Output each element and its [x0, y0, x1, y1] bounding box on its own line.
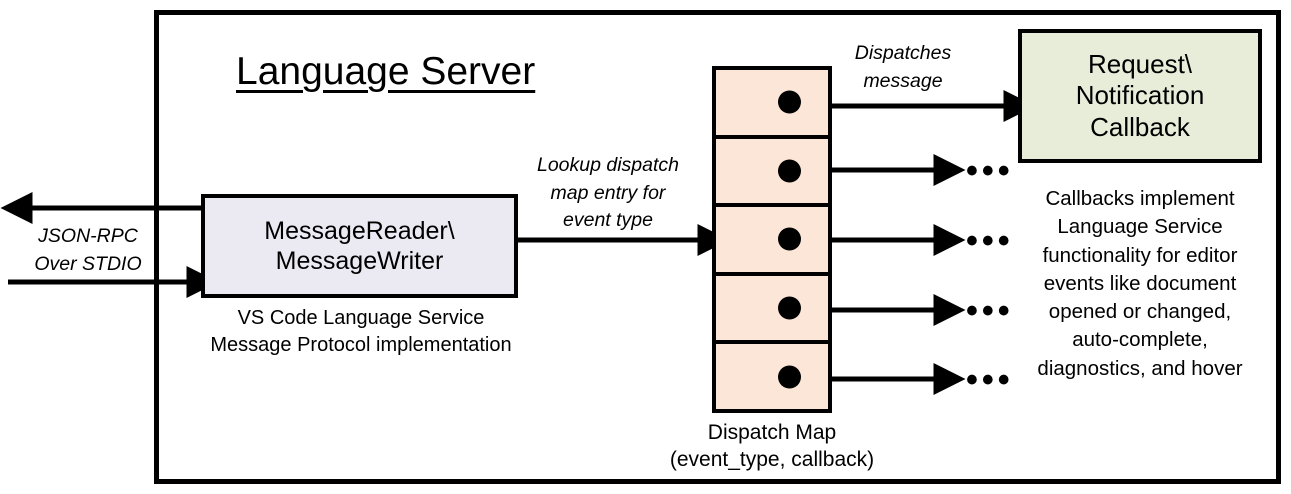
callback-caption-line-2: Language Service	[1057, 215, 1223, 239]
callback-caption-line-3: functionality for editor	[1042, 243, 1238, 267]
dispatch-entry-3[interactable]	[716, 207, 828, 276]
dispatch-map-table[interactable]	[712, 66, 832, 413]
dispatch-entry-2[interactable]	[716, 139, 828, 208]
message-reader-writer-caption: VS Code Language Service Message Protoco…	[191, 305, 531, 359]
callback-pointer-dot	[778, 227, 801, 251]
callback-description: Callbacks implement Language Service fun…	[1005, 185, 1275, 383]
ellipsis-entry-3: •••	[966, 222, 1014, 260]
dispatches-label-line-1: Dispatches	[854, 42, 952, 64]
page-title: Language Server	[236, 50, 536, 93]
callback-line-3: Callback	[1090, 111, 1190, 142]
message-io-caption-line-1: VS Code Language Service	[237, 307, 485, 329]
message-io-line-1: MessageReader\	[264, 216, 455, 245]
callback-line-2: Notification	[1075, 80, 1205, 111]
callback-pointer-dot	[778, 159, 801, 183]
dispatch-map-caption: Dispatch Map (event_type, callback)	[642, 419, 902, 474]
transport-label: JSON-RPC Over STDIO	[18, 222, 158, 279]
dispatches-label-line-2: message	[863, 69, 943, 92]
callback-line-1: Request\	[1087, 49, 1193, 80]
ellipsis-entry-5: •••	[966, 361, 1014, 399]
transport-label-line-2: Over STDIO	[34, 253, 142, 276]
callback-pointer-dot	[778, 365, 801, 389]
callback-caption-line-6: auto-complete,	[1072, 328, 1208, 352]
language-server-boundary	[154, 10, 1281, 484]
message-io-line-2: MessageWriter	[275, 247, 444, 275]
dispatches-message-label: Dispatches message	[838, 40, 968, 95]
callback-pointer-dot	[778, 90, 801, 114]
callback-caption-line-5: opened or changed,	[1048, 300, 1232, 324]
ellipsis-entry-2: •••	[966, 152, 1014, 190]
dispatch-entry-4[interactable]	[716, 276, 828, 345]
lookup-label-line-1: Lookup dispatch	[536, 154, 680, 176]
lookup-dispatch-label: Lookup dispatch map entry for event type	[518, 152, 698, 235]
dispatch-map-caption-line-1: Dispatch Map	[707, 421, 837, 444]
callback-caption-line-4: events like document	[1043, 271, 1237, 295]
callback-caption-line-1: Callbacks implement	[1045, 187, 1235, 210]
dispatch-entry-5[interactable]	[716, 344, 828, 409]
request-notification-callback-box[interactable]: Request\ Notification Callback	[1018, 29, 1262, 163]
message-io-caption-line-2: Message Protocol implementation	[210, 334, 512, 356]
dispatch-map-caption-line-2: (event_type, callback)	[669, 448, 875, 472]
transport-label-line-1: JSON-RPC	[38, 225, 138, 247]
ellipsis-entry-4: •••	[966, 292, 1014, 330]
lookup-label-line-3: event type	[563, 209, 653, 232]
lookup-label-line-2: map entry for	[550, 181, 666, 204]
dispatch-entry-1[interactable]	[716, 70, 828, 139]
callback-caption-line-7: diagnostics, and hover	[1037, 356, 1243, 380]
message-reader-writer-box[interactable]: MessageReader\ MessageWriter	[201, 194, 518, 298]
callback-pointer-dot	[778, 296, 801, 320]
